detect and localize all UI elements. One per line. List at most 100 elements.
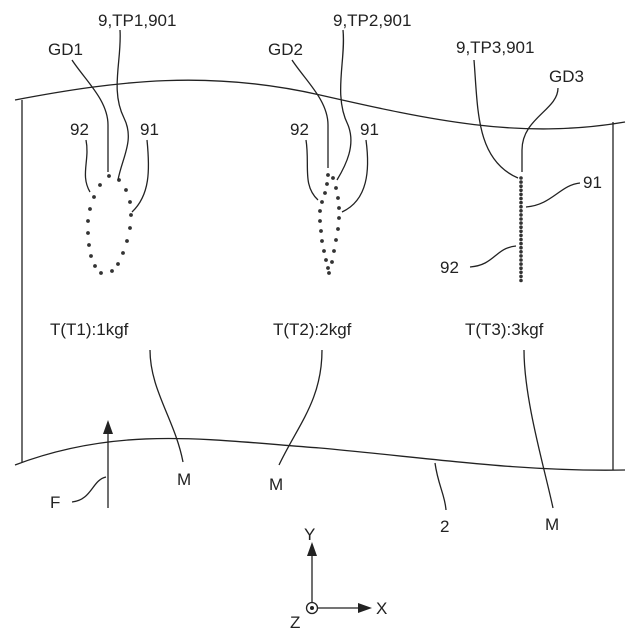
stitch-dot <box>128 200 132 204</box>
stitch-dot <box>326 173 330 177</box>
stitch-dot <box>322 249 326 253</box>
dot-pattern-gd3 <box>519 176 523 282</box>
stitch-dot <box>519 184 523 188</box>
group-label-gd3: GD3 <box>549 67 584 86</box>
leader-92-gd3 <box>470 246 516 267</box>
ref-91-gd3: 91 <box>583 173 602 192</box>
stitch-dot <box>318 209 322 213</box>
tension-label-t3: T(T3):3kgf <box>465 320 544 339</box>
tension-label-t2: T(T2):2kgf <box>273 320 352 339</box>
stitch-dot <box>124 188 128 192</box>
z-axis-label: Z <box>290 613 300 632</box>
leader-gd3 <box>522 88 558 172</box>
stitch-dot <box>519 213 523 217</box>
stitch-dot <box>519 234 523 238</box>
stitch-dot <box>519 279 523 283</box>
stitch-dot <box>519 275 523 279</box>
stitch-dot <box>107 174 111 178</box>
ref-92-gd3: 92 <box>440 258 459 277</box>
material-label-2: M <box>269 475 283 494</box>
stitch-dot <box>519 197 523 201</box>
stitch-dot <box>519 266 523 270</box>
pattern-label-tp2: 9,TP2,901 <box>333 11 411 30</box>
stitch-dot <box>519 242 523 246</box>
sheet-bottom-edge <box>15 438 625 470</box>
stitch-dot <box>332 249 336 253</box>
x-axis-label: X <box>376 599 387 618</box>
stitch-dot <box>319 229 323 233</box>
stitch-dot <box>128 226 132 230</box>
leader-m3 <box>524 350 553 508</box>
stitch-dot <box>327 271 331 275</box>
stitch-dot <box>519 189 523 193</box>
stitch-dot <box>331 176 335 180</box>
stitch-dot <box>519 271 523 275</box>
stitch-dot <box>519 258 523 262</box>
stitch-dot <box>93 264 97 268</box>
x-axis-arrowhead <box>358 603 372 613</box>
stitch-dot <box>519 209 523 213</box>
leader-m1 <box>150 350 183 462</box>
stitch-dot <box>519 246 523 250</box>
stitch-dot <box>519 250 523 254</box>
stitch-dot <box>86 219 90 223</box>
stitch-dot <box>519 176 523 180</box>
y-axis-label: Y <box>304 525 315 544</box>
leader-92-gd2 <box>306 140 318 200</box>
stitch-dot <box>98 183 102 187</box>
ref-91-gd1: 91 <box>140 120 159 139</box>
leader-91-gd3 <box>526 183 580 207</box>
pattern-label-tp3: 9,TP3,901 <box>456 38 534 57</box>
stitch-dot <box>519 193 523 197</box>
stitch-dot <box>324 258 328 262</box>
leader-gd2 <box>292 60 328 168</box>
stitch-dot <box>92 195 96 199</box>
stitch-dot <box>519 262 523 266</box>
stitch-dot <box>86 231 90 235</box>
stitch-dot <box>110 269 114 273</box>
leader-tp3 <box>474 60 518 178</box>
group-label-gd2: GD2 <box>268 40 303 59</box>
stitch-dot <box>325 182 329 186</box>
stitch-dot <box>125 239 129 243</box>
stitch-dot <box>318 219 322 223</box>
force-arrow-head <box>103 420 113 434</box>
leader-force <box>72 477 106 502</box>
z-axis-dot <box>310 606 314 610</box>
stitch-dot <box>323 191 327 195</box>
stitch-dot <box>519 225 523 229</box>
stitch-dot <box>87 243 91 247</box>
stitch-dot <box>326 266 330 270</box>
stitch-dot <box>519 238 523 242</box>
leader-sheet <box>435 463 446 510</box>
stitch-dot <box>129 213 133 217</box>
stitch-dot <box>334 186 338 190</box>
stitch-dot <box>519 205 523 209</box>
y-axis-arrowhead <box>307 542 317 556</box>
group-label-gd1: GD1 <box>48 40 83 59</box>
material-label-3: M <box>545 515 559 534</box>
stitch-dot <box>337 206 341 210</box>
material-label-1: M <box>177 470 191 489</box>
stitch-dot <box>320 200 324 204</box>
stitch-dot <box>336 196 340 200</box>
stitch-dot <box>121 251 125 255</box>
dot-pattern-gd2 <box>318 173 341 275</box>
stitch-dot <box>330 260 334 264</box>
stitch-dot <box>116 262 120 266</box>
stitch-dot <box>519 230 523 234</box>
stitch-dot <box>519 217 523 221</box>
stitch-dot <box>336 227 340 231</box>
ref-92-gd1: 92 <box>70 120 89 139</box>
stitch-dot <box>320 239 324 243</box>
tension-label-t1: T(T1):1kgf <box>50 320 129 339</box>
force-label: F <box>50 493 60 512</box>
leader-92-gd1 <box>85 140 90 192</box>
stitch-dot <box>89 254 93 258</box>
ref-92-gd2: 92 <box>290 120 309 139</box>
stitch-dot <box>334 238 338 242</box>
leader-91-gd1 <box>132 140 148 212</box>
stitch-dot <box>88 207 92 211</box>
stitch-dot <box>519 201 523 205</box>
